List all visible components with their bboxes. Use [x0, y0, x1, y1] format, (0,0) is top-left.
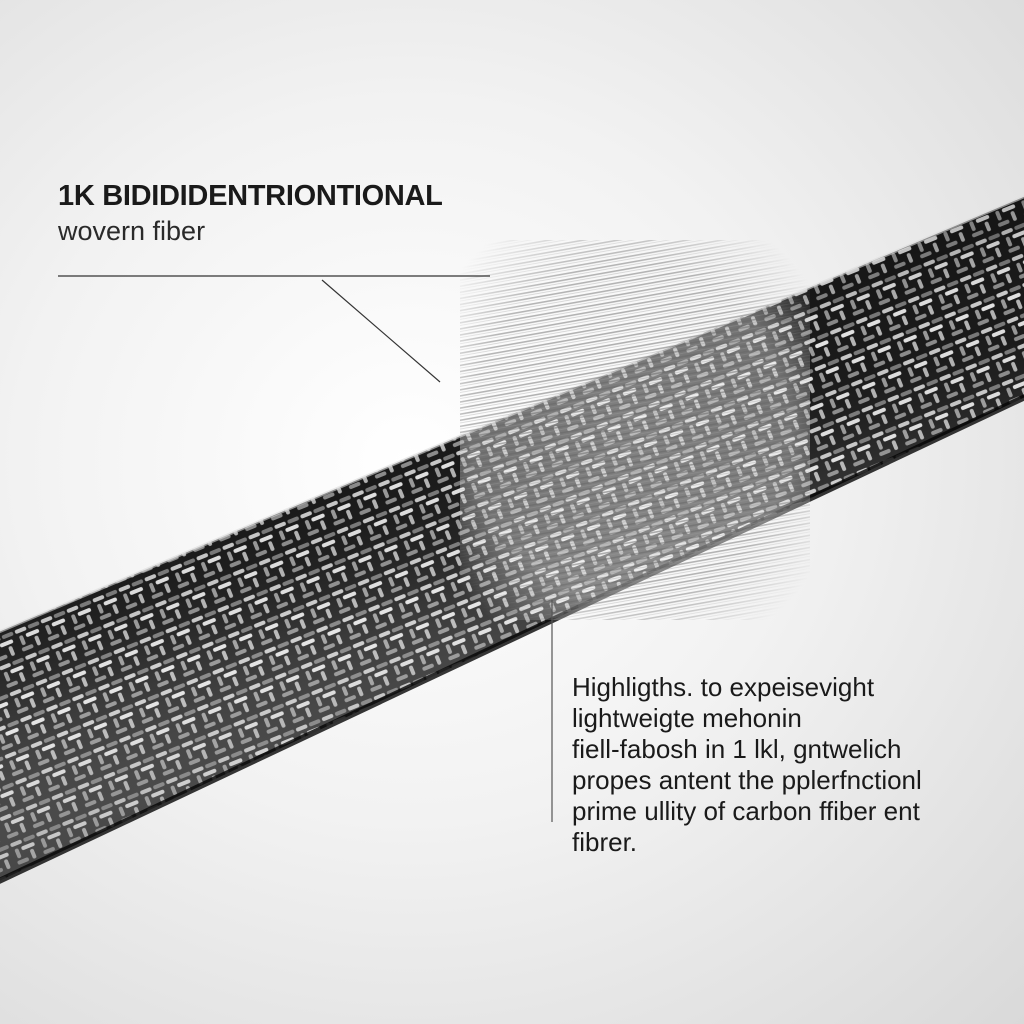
top-label: 1K BIDIDIDENTRIONTIONAL wovern fiber — [58, 178, 443, 248]
top-label-subheading: wovern fiber — [58, 216, 206, 246]
description-line: lightweigte mehonin — [572, 703, 802, 733]
top-label-heading: 1K BIDIDIDENTRIONTIONAL — [58, 180, 443, 212]
description-line: propes antent the pplerfnctionl — [572, 765, 922, 795]
bottom-description: Highligths. to expeisevight lightweigte … — [572, 672, 922, 858]
magnified-weave-sleeve — [460, 240, 810, 620]
leader-lines — [58, 275, 553, 822]
description-line: fiell-fabosh in 1 lkl, gntwelich — [572, 734, 902, 764]
description-line: Highligths. to expeisevight — [572, 672, 875, 702]
description-line: prime ullity of carbon ffiber ent — [572, 796, 920, 826]
description-line: fibrer. — [572, 827, 638, 857]
